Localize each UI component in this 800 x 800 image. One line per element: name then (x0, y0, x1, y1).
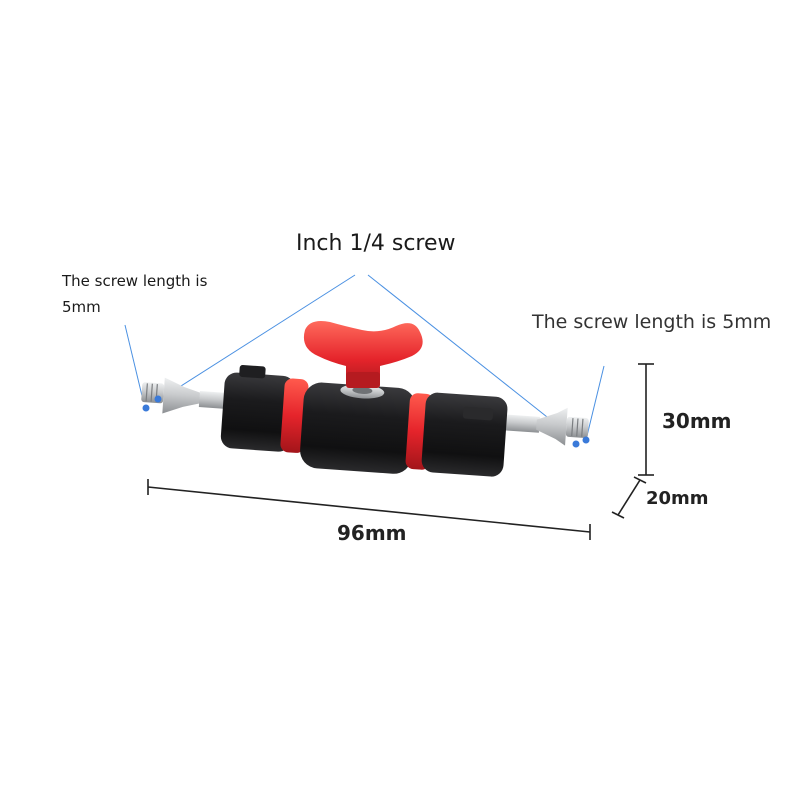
magic-arm-device (141, 364, 589, 477)
length-dimension-line (147, 486, 591, 533)
depth-dimension-line (617, 479, 641, 516)
right-note-pointer (585, 365, 605, 441)
right-screw (504, 407, 589, 446)
height-dimension-label: 30mm (662, 409, 732, 433)
left-note-pointer (124, 324, 144, 401)
title-pointer-right (367, 274, 567, 433)
left-housing (220, 372, 295, 452)
length-dimension-label: 96mm (337, 521, 407, 545)
screw-type-title: Inch 1/4 screw (296, 231, 456, 256)
red-wing-knob (303, 321, 423, 388)
right-housing (421, 392, 508, 477)
left-screw (141, 377, 230, 414)
center-joint (300, 382, 416, 474)
screw-markers (142, 395, 590, 448)
title-pointer-left (169, 274, 356, 394)
right-screw-length-note: The screw length is 5mm (532, 311, 772, 333)
depth-dimension-label: 20mm (646, 488, 709, 509)
left-screw-length-note: The screw length is 5mm (62, 272, 208, 316)
pointer-lines (124, 274, 605, 441)
dimension-lines (147, 363, 654, 540)
